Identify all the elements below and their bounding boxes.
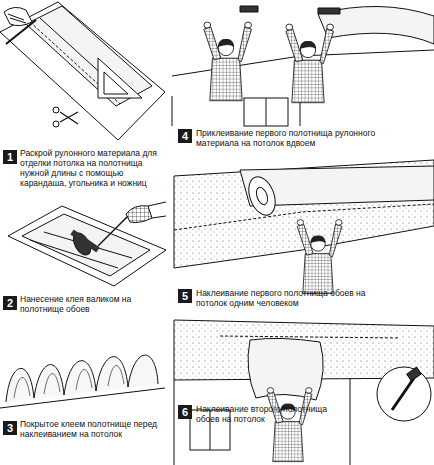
panel-4-two-workers-part: [286, 24, 334, 103]
step-number: 2: [3, 296, 17, 310]
step-caption: Нанесение клея валиком на полотнище обое…: [20, 295, 160, 315]
panel-2-gluing-part: [8, 206, 166, 286]
panel-5-one-worker-part: [174, 160, 434, 268]
panel-2-gluing-part: [72, 232, 98, 250]
panel-1-cutting-part: [53, 107, 59, 113]
panel-4-two-workers-part: [240, 6, 258, 12]
step-caption: Наклеивание второго полотнища обоев на п…: [196, 405, 346, 425]
step-number: 6: [178, 405, 192, 419]
panel-6-second-strip: [174, 320, 434, 465]
panel-5-one-worker-part: [297, 220, 342, 294]
panel-4-two-workers-part: [266, 98, 267, 126]
panel-2-gluing-part: [22, 214, 150, 276]
step-caption: Приклеивание первого полотнища рулонного…: [196, 129, 401, 149]
panel-6-second-strip-part: [377, 367, 431, 421]
step-caption: Наклеивание первого полотнища обоев на п…: [196, 289, 386, 309]
step-number: 5: [178, 289, 192, 303]
panel-5-one-worker-part: [244, 173, 280, 219]
panel-1-cutting-part: [53, 121, 59, 127]
panel-4-two-workers-part: [204, 22, 252, 101]
panel-2-gluing-part: [98, 212, 132, 246]
panel-4-two-workers-part: [244, 98, 288, 126]
step-number: 3: [3, 421, 17, 435]
panel-4-two-workers-part: [172, 96, 173, 126]
panel-1-cutting-part: [98, 58, 142, 98]
panel-5-one-worker: [174, 160, 434, 294]
step-number-text: 2: [7, 298, 13, 309]
panel-3-folded-strip: [0, 355, 165, 408]
panel-2-gluing-part: [126, 206, 152, 223]
panel-3-folded-strip-part: [6, 355, 158, 402]
panel-1-cutting-part: [26, 6, 152, 106]
panel-5-one-worker-part: [254, 186, 270, 206]
panel-2-gluing-part: [148, 202, 166, 218]
panel-6-second-strip-part: [407, 367, 421, 380]
panel-6-second-strip-part: [392, 378, 414, 410]
panel-6-second-strip-part: [220, 336, 400, 338]
step-number: 4: [178, 129, 192, 143]
panel-1-cutting-part: [0, 2, 165, 140]
step-caption: Покрытое клеем полотнище перед наклеиван…: [20, 420, 160, 440]
step-number-text: 1: [7, 152, 13, 163]
step-number-text: 3: [7, 423, 13, 434]
panel-4-two-workers-part: [318, 6, 434, 44]
panel-3-folded-strip-part: [14, 365, 124, 398]
panel-4-two-workers-part: [318, 8, 340, 14]
panel-1-cutting: [0, 2, 165, 140]
step-number: 1: [3, 150, 17, 164]
panel-6-second-strip-part: [267, 388, 312, 462]
panel-2-gluing: [8, 202, 166, 286]
step-number-text: 6: [182, 407, 188, 418]
step-number-text: 4: [182, 131, 188, 142]
step-number-text: 5: [182, 291, 188, 302]
panel-1-cutting-part: [4, 7, 32, 25]
panel-1-cutting-part: [8, 14, 26, 23]
panel-4-two-workers: [172, 6, 434, 126]
step-caption: Раскрой рулонного материала для отделки …: [20, 149, 164, 189]
panel-1-cutting-part: [60, 112, 78, 124]
panel-1-cutting-part: [104, 72, 128, 94]
